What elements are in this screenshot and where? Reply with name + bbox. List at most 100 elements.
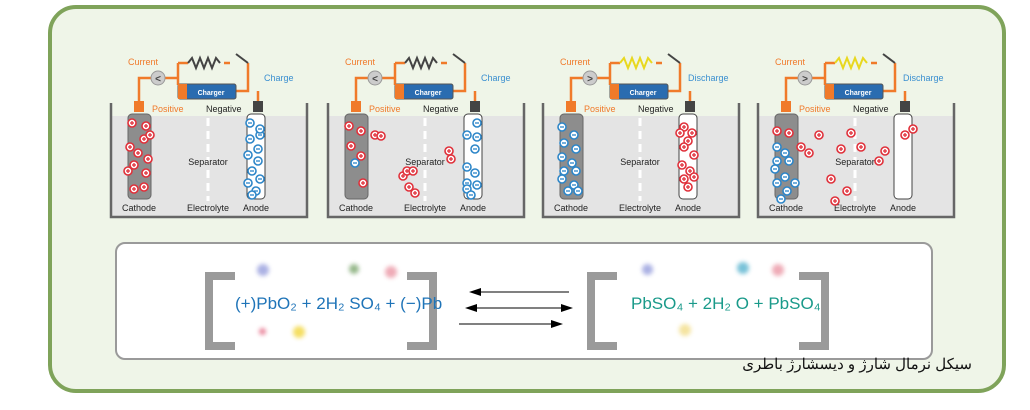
negative-ion (780, 148, 790, 158)
negative-ion (472, 132, 482, 142)
positive-ion (404, 182, 414, 192)
charger-label: Charger (198, 90, 225, 97)
negative-ion (557, 174, 567, 184)
negative-ion (563, 186, 573, 196)
resistor-icon (404, 55, 438, 71)
ammeter-icon (367, 70, 383, 86)
resistor-icon (834, 55, 868, 71)
svg-text:>: > (802, 74, 808, 85)
positive-ion (679, 142, 689, 152)
positive-ion (836, 144, 846, 154)
anode-label: Anode (890, 203, 916, 213)
negative-ion (466, 190, 476, 200)
separator-label: Separator (620, 157, 660, 167)
negative-ion (470, 144, 480, 154)
positive-terminal (566, 101, 576, 112)
electrolyte-label: Electrolyte (619, 203, 661, 213)
current-label: Current (345, 57, 376, 67)
positive-label: Positive (369, 104, 401, 114)
positive-ion (880, 146, 890, 156)
caption: سیکل نرمال شارژ و دیسشارژ باطری (742, 356, 972, 373)
switch-icon (882, 53, 896, 64)
decor-dot (349, 264, 359, 274)
negative-ion (470, 168, 480, 178)
switch-icon (667, 53, 681, 64)
tank (326, 103, 526, 219)
diagram-frame: < Charger Current Charge Positive Negati… (48, 5, 1006, 393)
positive-terminal (351, 101, 361, 112)
negative-label: Negative (423, 104, 459, 114)
positive-ion (842, 186, 852, 196)
negative-ion (255, 124, 265, 134)
negative-terminal (900, 101, 910, 112)
negative-ion (557, 122, 567, 132)
electrolyte-label: Electrolyte (187, 203, 229, 213)
negative-ion (770, 164, 780, 174)
ammeter-icon (797, 70, 813, 86)
negative-ion (253, 144, 263, 154)
positive-ion (908, 124, 918, 134)
positive-ion (784, 128, 794, 138)
negative-ion (245, 134, 255, 144)
positive-ion (356, 126, 366, 136)
electrolyte-label: Electrolyte (834, 203, 876, 213)
negative-ion (472, 180, 482, 190)
positive-terminal (781, 101, 791, 112)
negative-ion (776, 194, 786, 204)
cathode-label: Cathode (554, 203, 588, 213)
positive-ion (677, 160, 687, 170)
negative-label: Negative (853, 104, 889, 114)
positive-ion (133, 148, 143, 158)
cathode-label: Cathode (339, 203, 373, 213)
tank (109, 103, 309, 219)
positive-ion (127, 118, 137, 128)
svg-text:<: < (155, 74, 161, 85)
negative-ion (772, 178, 782, 188)
mode-label: Charge (264, 73, 294, 83)
negative-ion (243, 178, 253, 188)
positive-ion (410, 188, 420, 198)
positive-ion (346, 141, 356, 151)
positive-ion (874, 156, 884, 166)
anode-label: Anode (675, 203, 701, 213)
positive-ion (444, 146, 454, 156)
left-bracket (587, 272, 617, 350)
positive-ion (141, 121, 151, 131)
negative-ion (472, 118, 482, 128)
decor-dot (737, 262, 749, 274)
circuit-wire (569, 61, 682, 101)
positive-ion (687, 128, 697, 138)
positive-label: Positive (799, 104, 831, 114)
negative-ion (784, 156, 794, 166)
negative-label: Negative (638, 104, 674, 114)
negative-ion (350, 158, 360, 168)
positive-ion (129, 160, 139, 170)
negative-terminal (685, 101, 695, 112)
tank (541, 103, 741, 219)
positive-ion (900, 130, 910, 140)
positive-ion (446, 154, 456, 164)
separator-label: Separator (405, 157, 445, 167)
negative-ion (247, 166, 257, 176)
positive-ion (689, 172, 699, 182)
positive-ion (814, 130, 824, 140)
positive-label: Positive (584, 104, 616, 114)
mode-label: Discharge (688, 73, 729, 83)
positive-ion (408, 166, 418, 176)
positive-ion (129, 184, 139, 194)
ammeter-icon (582, 70, 598, 86)
negative-ion (772, 142, 782, 152)
negative-ion (557, 152, 567, 162)
charger-label: Charger (415, 90, 442, 97)
negative-ion (772, 156, 782, 166)
equation-box: (+)PbO₂ + 2H₂ SO₄ + (−)Pb PbSO₄ + 2H₂ O … (115, 242, 933, 360)
positive-ion (376, 131, 386, 141)
decor-dot (679, 324, 691, 336)
positive-ion (830, 196, 840, 206)
negative-ion (571, 166, 581, 176)
positive-ion (772, 126, 782, 136)
negative-ion (462, 130, 472, 140)
resistor-icon (187, 55, 221, 71)
positive-ion (145, 130, 155, 140)
decor-dot (257, 264, 269, 276)
